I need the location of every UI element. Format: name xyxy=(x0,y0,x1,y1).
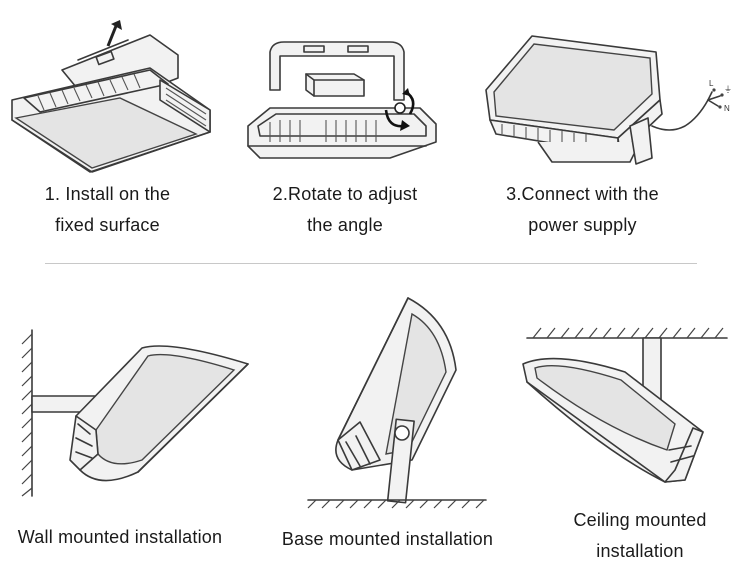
ceiling-mount-caption: Ceiling mounted installation xyxy=(540,505,740,567)
step3-caption-line2: power supply xyxy=(528,215,637,235)
step2-caption-line2: the angle xyxy=(307,215,383,235)
step2-illustration xyxy=(247,41,437,159)
wire-label-l: L xyxy=(709,79,714,88)
step2-caption-line1: 2.Rotate to adjust xyxy=(272,184,418,204)
wall-mount-illustration xyxy=(21,329,249,497)
wall-mount-caption: Wall mounted installation xyxy=(0,522,240,553)
wall-mount-caption-line1: Wall mounted installation xyxy=(17,527,223,547)
step3-caption: 3.Connect with the power supply xyxy=(490,179,675,241)
step1-caption: 1. Install on the fixed surface xyxy=(20,179,195,241)
wire-label-e: ⏚ xyxy=(724,85,732,94)
step1-caption-line1: 1. Install on the xyxy=(44,184,171,204)
step1-illustration xyxy=(11,20,211,173)
wire-label-n: N xyxy=(724,104,730,113)
ceiling-mount-caption-line1: Ceiling mounted xyxy=(573,510,707,530)
base-mount-caption-line1: Base mounted installation xyxy=(281,529,494,549)
step3-illustration: L ⏚ N xyxy=(485,35,732,165)
up-arrow-icon xyxy=(106,25,118,47)
base-mount-caption: Base mounted installation xyxy=(265,524,510,555)
step3-caption-line1: 3.Connect with the xyxy=(506,184,659,204)
ceiling-mount-illustration xyxy=(522,327,728,483)
base-mount-illustration xyxy=(307,297,487,509)
step2-caption: 2.Rotate to adjust the angle xyxy=(255,179,435,241)
section-divider xyxy=(45,263,697,264)
step1-caption-line2: fixed surface xyxy=(55,215,160,235)
ceiling-mount-caption-line2: installation xyxy=(596,541,684,561)
